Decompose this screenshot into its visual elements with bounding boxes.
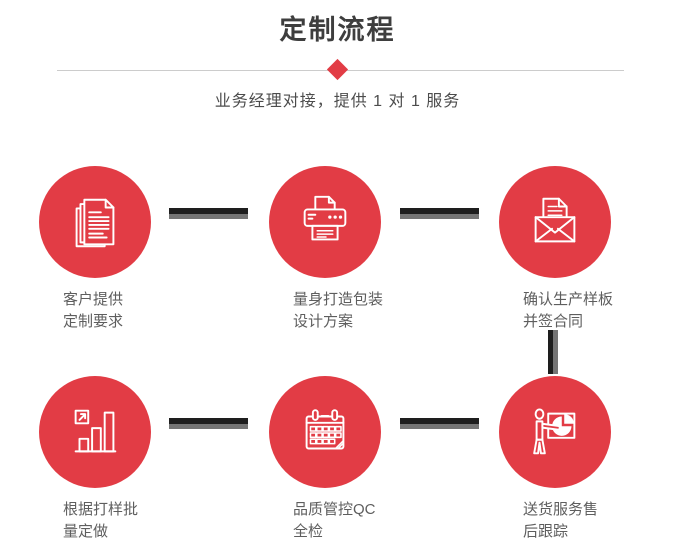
step-circle-5 xyxy=(269,376,381,488)
connector-step5-step6 xyxy=(400,418,479,429)
step-label-3: 确认生产样板 并签合同 xyxy=(523,291,614,330)
step-label-2: 量身打造包装 设计方案 xyxy=(293,291,384,330)
section-title: 定制流程 xyxy=(279,15,396,45)
presentation-icon xyxy=(533,408,576,455)
diamond-icon xyxy=(326,58,349,81)
step-circle-4 xyxy=(39,376,151,488)
connector-step4-step5 xyxy=(169,418,248,429)
calendar-icon xyxy=(305,409,345,450)
envelope-letter-icon xyxy=(534,197,576,243)
step-label-1: 客户提供 定制要求 xyxy=(63,291,124,330)
connector-step3-step6 xyxy=(548,330,558,374)
printer-icon xyxy=(303,195,347,241)
connector-step1-step2 xyxy=(169,208,248,219)
connector-step2-step3 xyxy=(400,208,479,219)
section-subtitle: 业务经理对接，提供 1 对 1 服务 xyxy=(214,93,461,110)
step-label-6: 送货服务售 后跟踪 xyxy=(523,501,599,540)
step-circle-6 xyxy=(499,376,611,488)
step-label-5: 品质管控QC 全检 xyxy=(293,501,376,540)
step-circle-3 xyxy=(499,166,611,278)
step-label-4: 根据打样批 量定做 xyxy=(63,501,139,540)
bar-chart-icon xyxy=(74,409,117,453)
step-circle-2 xyxy=(269,166,381,278)
documents-icon xyxy=(75,198,115,248)
step-circle-1 xyxy=(39,166,151,278)
